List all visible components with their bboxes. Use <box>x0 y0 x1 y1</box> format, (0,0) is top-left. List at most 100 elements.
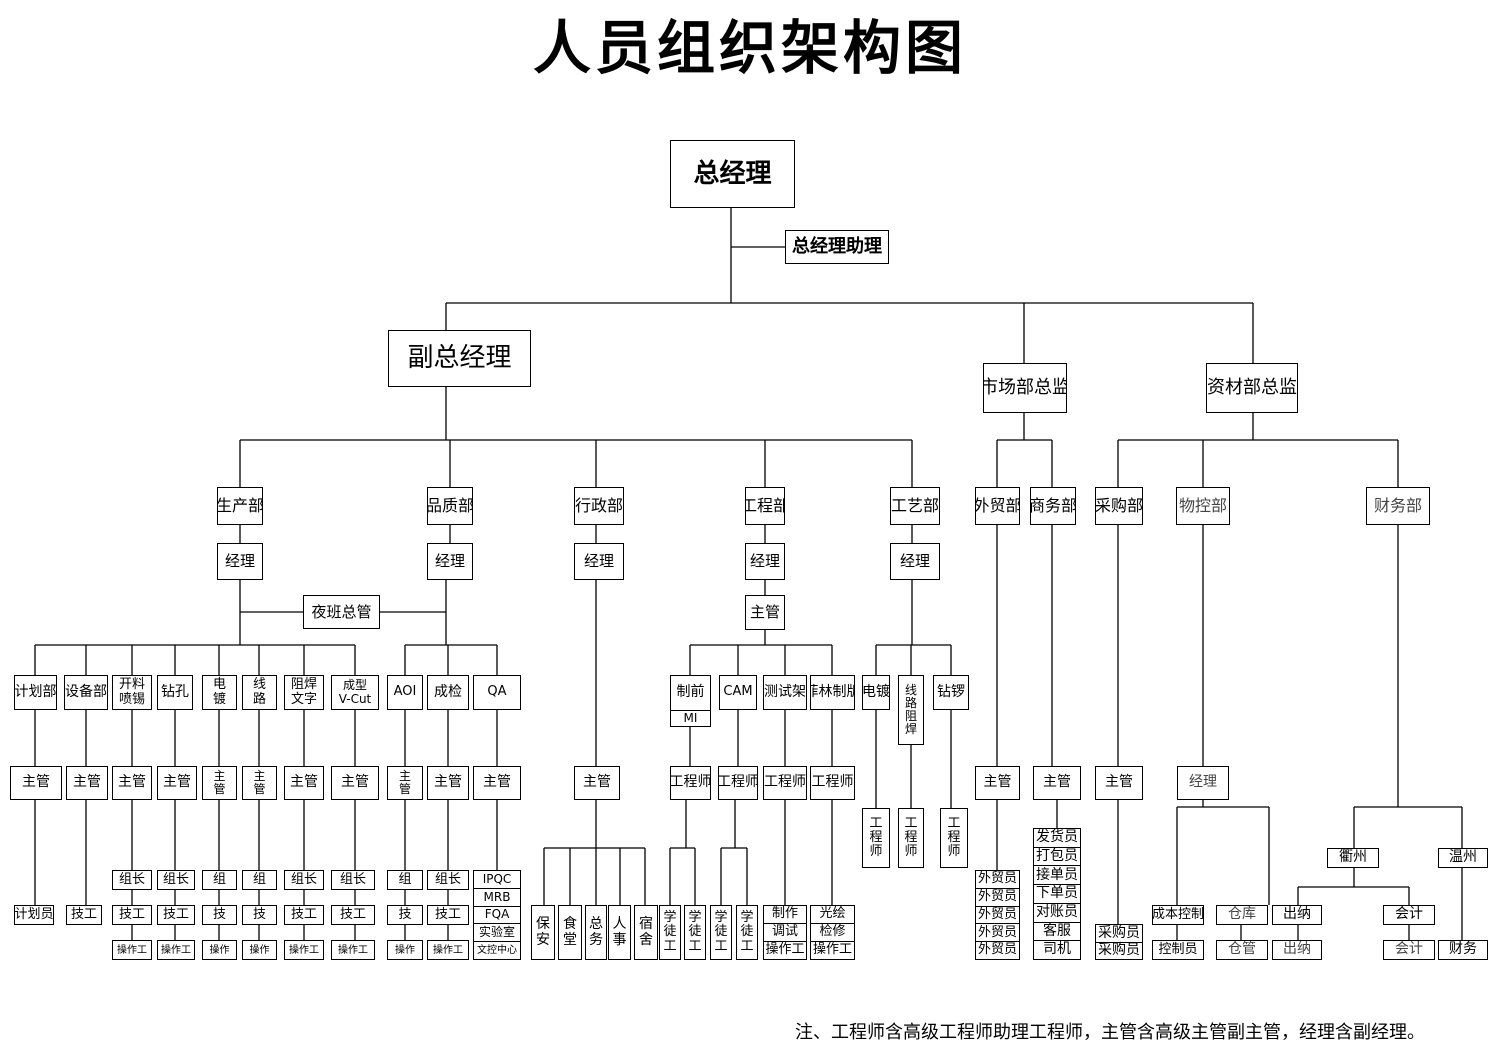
apprentice-3: 学 徒 工 <box>710 905 732 960</box>
section-final-inspection: 成检 <box>427 675 469 710</box>
apprentice-1: 学 徒 工 <box>659 905 681 960</box>
operator-plating: 操作 <box>202 940 237 960</box>
supervisor-solder-mask: 主管 <box>284 766 324 800</box>
quzhou-box: 衢州 <box>1327 848 1379 868</box>
controller-box: 控制员 <box>1152 940 1204 960</box>
dept-process: 工艺部 <box>890 487 940 525</box>
qa-item: FQA <box>474 907 520 925</box>
test-rack-item: 调试 <box>764 924 806 942</box>
section-solder-mask: 阻焊 文字 <box>284 675 324 710</box>
footnote: 注、工程师含高级工程师助理工程师，主管含高级主管副主管，经理含副经理。 <box>795 1022 1425 1043</box>
engineer-process-circuit: 工 程 师 <box>898 808 924 868</box>
team-leader-cutting: 组长 <box>112 870 152 890</box>
gm-assistant-box: 总经理助理 <box>785 230 889 264</box>
test-rack-item: 操作工 <box>765 942 805 958</box>
manager-process: 经理 <box>890 543 940 580</box>
qa-item: MRB <box>474 889 520 907</box>
marketing-director-box: 市场部总监 <box>983 363 1067 413</box>
section-process-plating: 电镀 <box>862 675 890 710</box>
admin-dormitory: 宿 舍 <box>634 905 658 960</box>
technician-aoi: 技 <box>387 905 423 925</box>
team-leader-final-inspection: 组长 <box>427 870 469 890</box>
section-aoi: AOI <box>387 675 423 710</box>
film-list: 光绘 检修 操作工 <box>810 905 855 960</box>
test-rack-item: 制作 <box>764 906 806 924</box>
dept-foreign-trade: 外贸部 <box>975 487 1020 525</box>
film-item: 检修 <box>811 924 854 942</box>
section-process-circuit-solder: 线 路 阻 焊 <box>898 675 924 745</box>
accounting-box-2: 会计 <box>1383 940 1435 960</box>
technician-circuit: 技 <box>242 905 277 925</box>
dept-engineering: 工程部 <box>745 487 785 525</box>
business-item: 对账员 <box>1034 904 1080 923</box>
section-cutting-hasl: 开料 喷锡 <box>112 675 152 710</box>
qa-item: IPQC <box>474 871 520 889</box>
film-item: 操作工 <box>812 942 852 958</box>
supervisor-purchasing: 主管 <box>1095 766 1143 800</box>
warehouse-keeper-box: 仓管 <box>1216 940 1268 960</box>
finance-box: 财务 <box>1438 940 1488 960</box>
foreign-trade-list: 外贸员 外贸员 外贸员 外贸员 外贸员 <box>975 870 1020 960</box>
engineer-test-rack: 工程师 <box>763 766 807 800</box>
operator-circuit: 操作 <box>242 940 277 960</box>
supervisor-equipment: 主管 <box>66 766 108 800</box>
admin-hr: 人 事 <box>608 905 631 960</box>
business-item: 下单员 <box>1034 885 1080 904</box>
technician-cutting: 技工 <box>112 905 152 925</box>
section-equipment: 设备部 <box>64 675 108 710</box>
dept-admin: 行政部 <box>574 487 624 525</box>
admin-security: 保 安 <box>531 905 555 960</box>
supervisor-final-inspection: 主管 <box>427 766 469 800</box>
section-cam: CAM <box>719 675 757 710</box>
supervisor-planning: 主管 <box>10 766 62 800</box>
mi-label: MI <box>671 710 710 726</box>
technician-solder-mask: 技工 <box>284 905 324 925</box>
team-leader-circuit: 组 <box>242 870 277 890</box>
supervisor-plating: 主 管 <box>202 766 237 800</box>
foreign-trade-item: 外贸员 <box>976 907 1019 925</box>
business-item: 打包员 <box>1034 848 1080 867</box>
dept-production: 生产部 <box>217 487 263 525</box>
technician-equipment: 技工 <box>66 905 102 925</box>
qa-item: 实验室 <box>474 924 520 943</box>
supervisor-admin: 主管 <box>574 766 620 800</box>
dept-material-control: 物控部 <box>1176 487 1230 525</box>
cashier-box: 出纳 <box>1272 905 1322 925</box>
section-routing: 成型 V-Cut <box>331 675 379 710</box>
purchasing-item: 采购员 <box>1096 924 1142 943</box>
warehouse-box: 仓库 <box>1216 905 1268 925</box>
section-qa: QA <box>473 675 521 710</box>
wenzhou-box: 温州 <box>1438 848 1488 868</box>
engineer-process-drill: 工 程 师 <box>940 808 968 868</box>
engineer-film: 工程师 <box>810 766 855 800</box>
supervisor-cutting: 主管 <box>112 766 152 800</box>
technician-drilling: 技工 <box>157 905 195 925</box>
section-test-rack: 测试架 <box>763 675 807 710</box>
supervisor-foreign-trade: 主管 <box>975 766 1020 800</box>
apprentice-4: 学 徒 工 <box>736 905 758 960</box>
technician-final-inspection: 技工 <box>427 905 469 925</box>
page-title: 人员组织架构图 <box>532 14 967 82</box>
section-plating: 电 镀 <box>202 675 237 710</box>
manager-material-control: 经理 <box>1177 766 1229 800</box>
business-item: 司机 <box>1043 941 1071 958</box>
accounting-box: 会计 <box>1383 905 1435 925</box>
vgm-box: 副总经理 <box>388 330 531 387</box>
team-leader-plating: 组 <box>202 870 237 890</box>
foreign-trade-item: 外贸员 <box>977 942 1017 958</box>
engineer-prepress: 工程师 <box>670 766 711 800</box>
operator-final-inspection: 操作工 <box>427 940 469 960</box>
cashier-box-2: 出纳 <box>1272 940 1322 960</box>
business-item: 客服 <box>1034 923 1080 942</box>
dept-finance: 财务部 <box>1366 487 1430 525</box>
operator-cutting: 操作工 <box>112 940 152 960</box>
cost-control-box: 成本控制 <box>1152 905 1204 925</box>
operator-aoi: 操作 <box>387 940 423 960</box>
technician-routing: 技工 <box>331 905 375 925</box>
night-supervisor-box: 夜班总管 <box>303 595 380 629</box>
section-planning: 计划部 <box>14 675 57 710</box>
manager-quality: 经理 <box>427 543 473 580</box>
foreign-trade-item: 外贸员 <box>976 871 1019 889</box>
section-process-drill: 钻锣 <box>933 675 969 710</box>
